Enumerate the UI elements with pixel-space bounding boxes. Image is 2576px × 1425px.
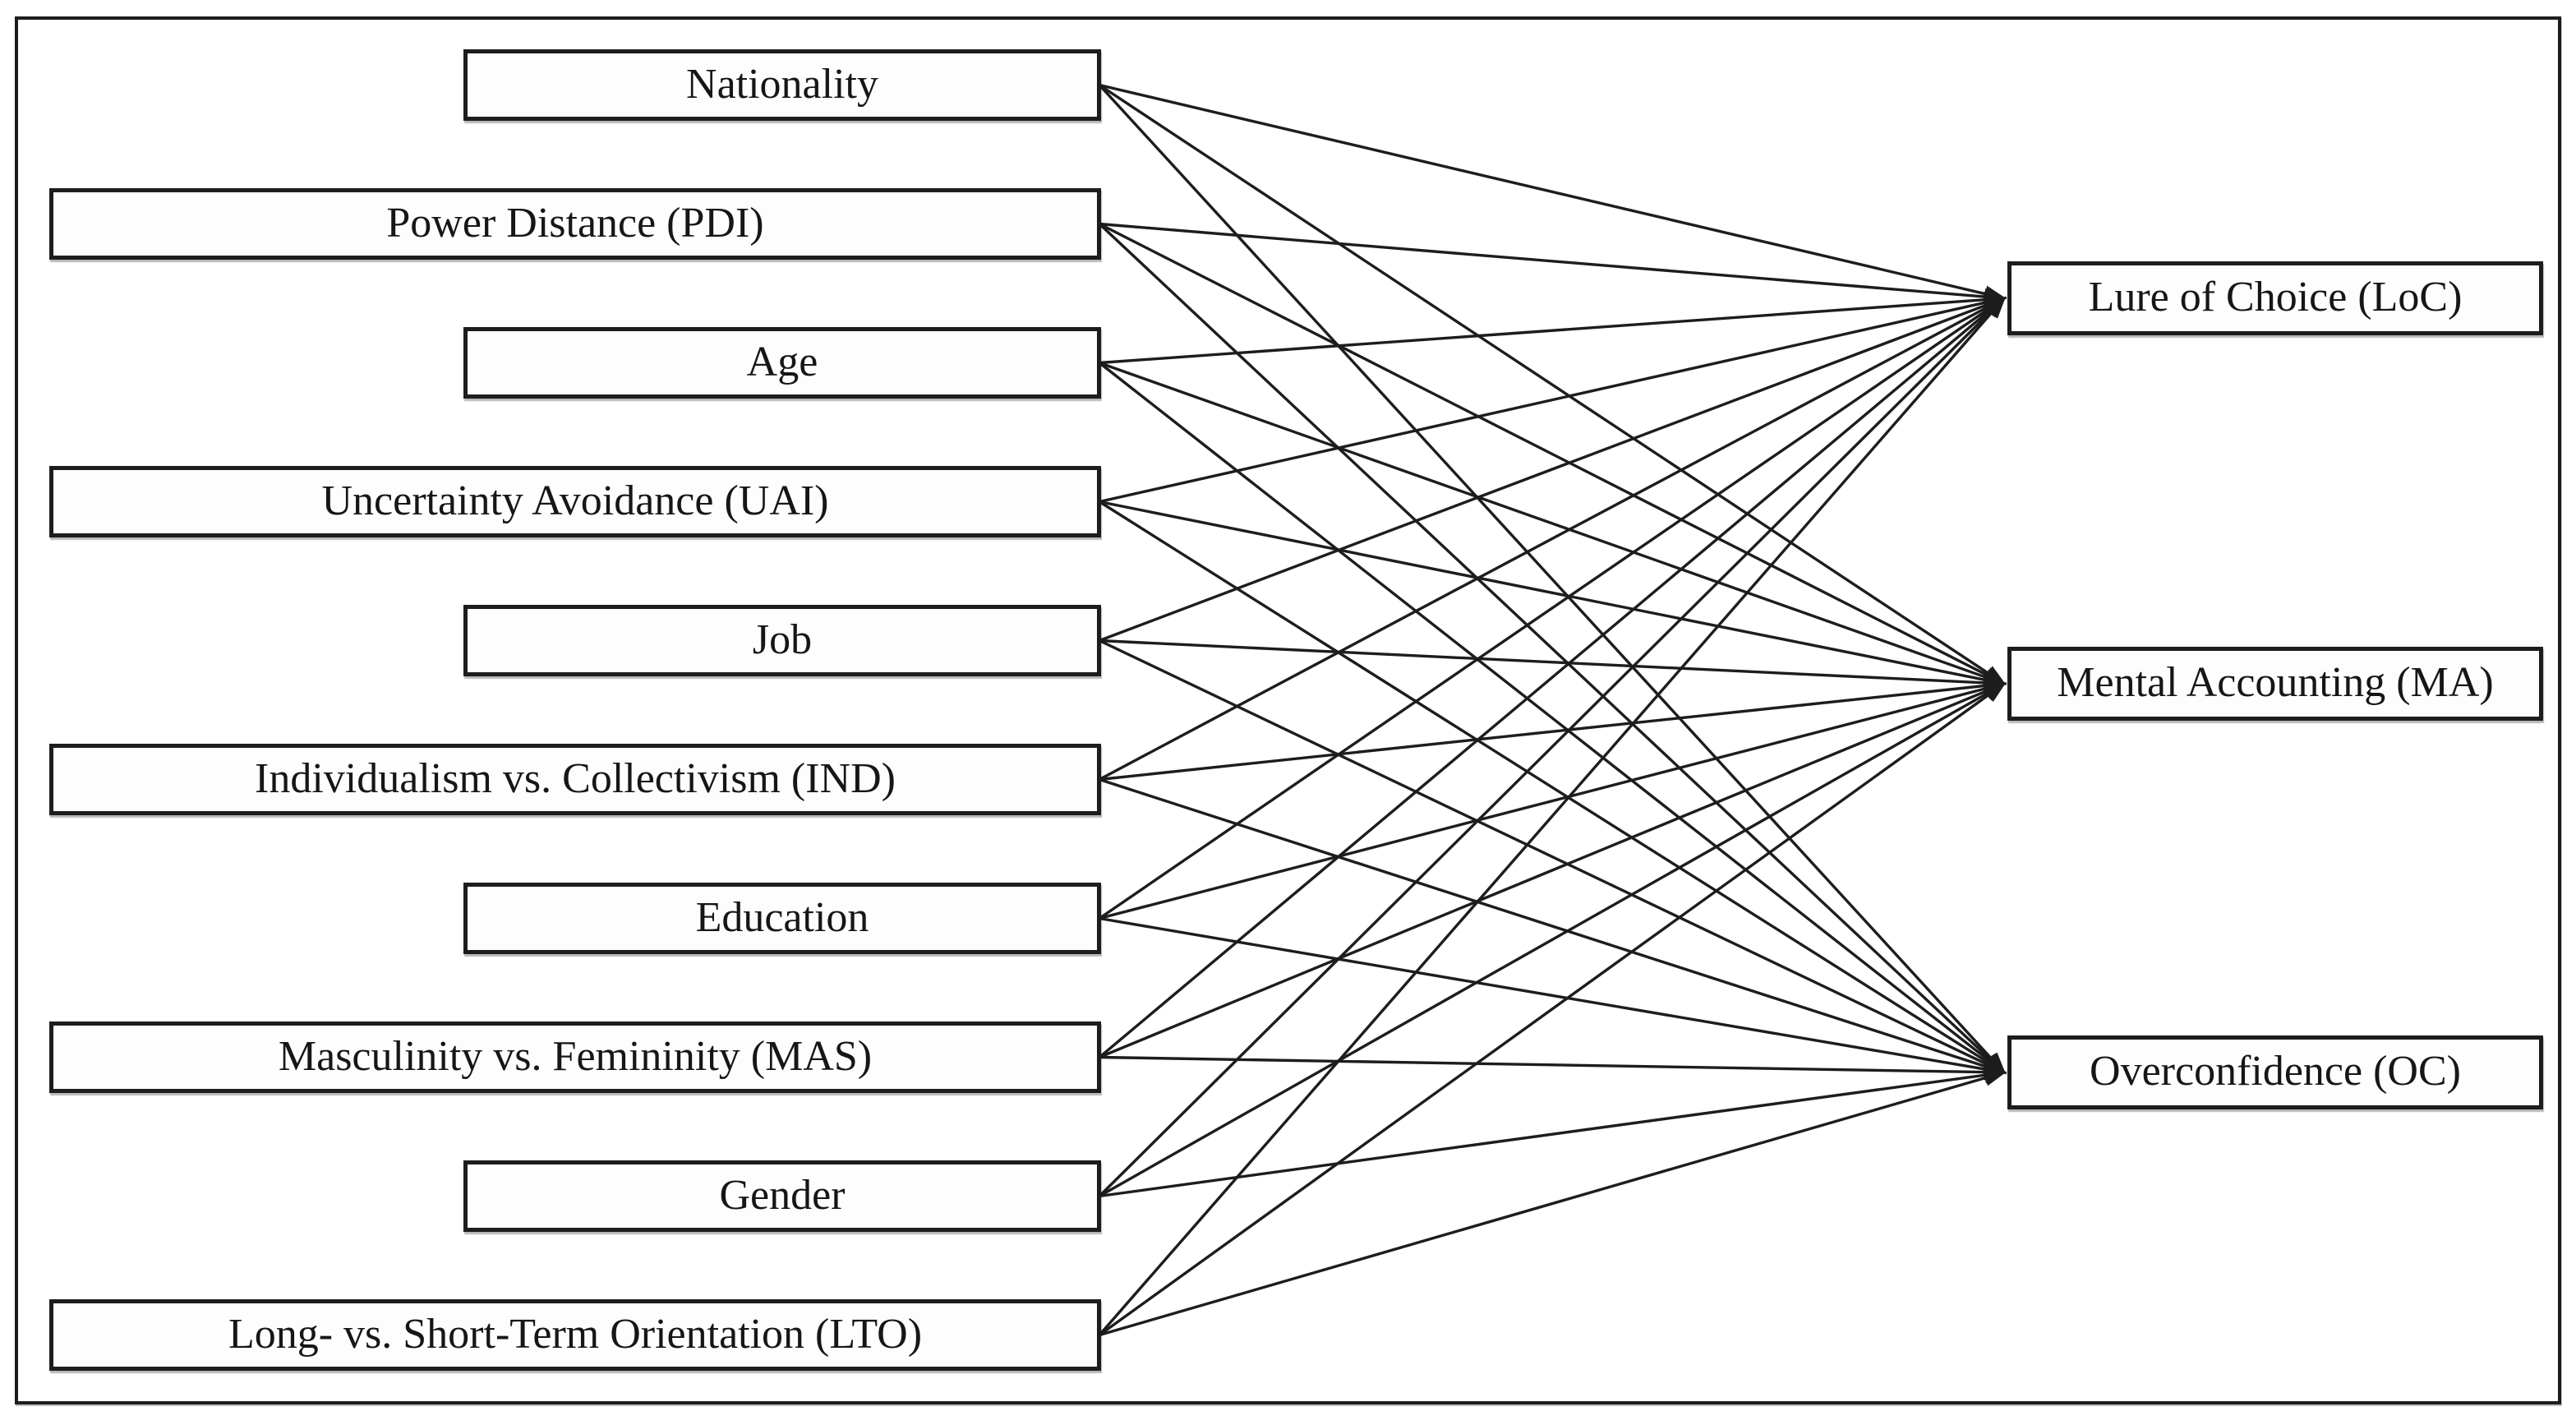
edge-education-oc bbox=[1099, 916, 2007, 1078]
edge-gender-loc bbox=[1098, 296, 2007, 1197]
node-individualism-collectivism: Individualism vs. Collectivism (IND) bbox=[49, 744, 1101, 815]
edge-pdi-oc bbox=[1098, 223, 2007, 1075]
edge-nationality-ma bbox=[1099, 84, 2007, 685]
edge-job-oc bbox=[1099, 639, 2007, 1074]
edge-education-loc bbox=[1099, 297, 2007, 920]
edge-lto-ma bbox=[1099, 682, 2007, 1336]
diagram-frame: Nationality Power Distance (PDI) Age Unc… bbox=[15, 16, 2561, 1404]
edge-uai-loc bbox=[1099, 294, 2007, 504]
node-label: Nationality bbox=[686, 60, 878, 108]
edge-ind-loc bbox=[1099, 297, 2007, 782]
node-label: Age bbox=[746, 338, 818, 385]
edge-pdi-ma bbox=[1099, 222, 2007, 685]
node-label: Long- vs. Short-Term Orientation (LTO) bbox=[228, 1310, 923, 1358]
node-label: Overconfidence (OC) bbox=[2090, 1048, 2461, 1095]
node-label: Power Distance (PDI) bbox=[386, 199, 764, 247]
edge-lto-loc bbox=[1098, 296, 2007, 1336]
edge-mas-ma bbox=[1099, 682, 2007, 1059]
node-power-distance: Power Distance (PDI) bbox=[49, 188, 1101, 260]
edge-education-ma bbox=[1099, 680, 2007, 920]
node-mental-accounting: Mental Accounting (MA) bbox=[2007, 647, 2543, 721]
node-label: Masculinity vs. Femininity (MAS) bbox=[278, 1032, 873, 1080]
edge-pdi-loc bbox=[1099, 222, 2007, 306]
edge-job-ma bbox=[1099, 639, 2007, 692]
node-lure-of-choice: Lure of Choice (LoC) bbox=[2007, 261, 2543, 335]
node-label: Gender bbox=[719, 1171, 846, 1219]
edge-uai-oc bbox=[1099, 500, 2007, 1074]
node-gender: Gender bbox=[463, 1160, 1101, 1232]
edge-age-loc bbox=[1099, 291, 2007, 365]
node-job: Job bbox=[463, 605, 1101, 676]
node-label: Individualism vs. Collectivism (IND) bbox=[255, 754, 896, 802]
node-age: Age bbox=[463, 327, 1101, 399]
edge-age-oc bbox=[1098, 362, 2007, 1075]
edge-lto-oc bbox=[1099, 1069, 2007, 1337]
edge-gender-oc bbox=[1099, 1067, 2007, 1198]
edge-nationality-oc bbox=[1098, 84, 2007, 1075]
node-uncertainty-avoidance: Uncertainty Avoidance (UAI) bbox=[49, 466, 1101, 537]
edge-ind-ma bbox=[1099, 677, 2007, 782]
edge-age-ma bbox=[1099, 361, 2007, 685]
node-label: Uncertainty Avoidance (UAI) bbox=[321, 477, 829, 524]
edge-nationality-loc bbox=[1099, 83, 2007, 302]
node-long-short-term-orientation: Long- vs. Short-Term Orientation (LTO) bbox=[49, 1299, 1101, 1371]
node-label: Lure of Choice (LoC) bbox=[2088, 274, 2463, 321]
node-masculinity-femininity: Masculinity vs. Femininity (MAS) bbox=[49, 1021, 1101, 1093]
edge-mas-oc bbox=[1099, 1055, 2007, 1081]
node-label: Mental Accounting (MA) bbox=[2057, 659, 2494, 706]
node-nationality: Nationality bbox=[463, 49, 1101, 121]
node-label: Job bbox=[752, 616, 813, 663]
node-education: Education bbox=[463, 883, 1101, 954]
edge-job-loc bbox=[1099, 297, 2007, 643]
edge-ind-oc bbox=[1099, 777, 2007, 1075]
node-label: Education bbox=[695, 893, 869, 941]
edge-gender-ma bbox=[1099, 682, 2007, 1197]
node-overconfidence: Overconfidence (OC) bbox=[2007, 1035, 2543, 1109]
edge-mas-loc bbox=[1098, 296, 2007, 1058]
edge-uai-ma bbox=[1099, 500, 2007, 689]
edges-layer bbox=[1098, 83, 2007, 1337]
